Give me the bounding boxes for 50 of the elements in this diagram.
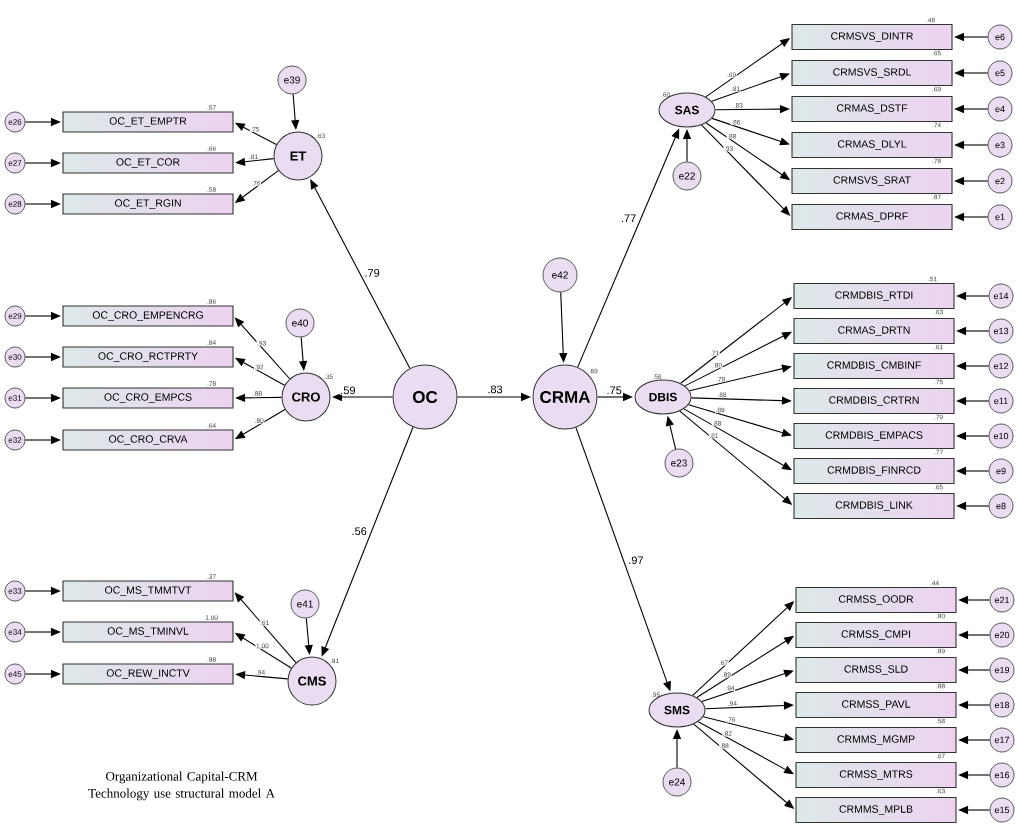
indicator-box: CRMAS_DLYL — [791, 131, 953, 159]
indicator-box: OC_CRO_EMPCS — [62, 387, 234, 409]
path-arrow — [689, 364, 792, 392]
path-arrow — [701, 669, 794, 703]
indicator-box: CRMAS_DRTN — [793, 317, 955, 345]
indicator-box: OC_ET_COR — [62, 152, 234, 174]
indicator-box: CRMDBIS_CRTRN — [793, 387, 955, 415]
path-coefficient: .77 — [620, 213, 637, 223]
path-arrow — [711, 72, 790, 102]
indicator-box: OC_CRO_RCTPRTY — [62, 346, 234, 368]
indicator-box: OC_REW_INCTV — [62, 663, 234, 685]
indicator-box: CRMSVS_SRDL — [791, 59, 953, 87]
path-arrow — [704, 701, 794, 710]
indicator-box: CRMDBIS_EMPACS — [793, 422, 955, 450]
indicator-box: CRMAS_DPRF — [791, 203, 953, 231]
indicator-box: CRMDBIS_RTDI — [793, 282, 955, 310]
indicator-box: OC_MS_TMINVL — [62, 621, 234, 643]
indicator-box: CRMSVS_SRAT — [791, 167, 953, 195]
indicator-box: CRMDBIS_CMBINF — [793, 352, 955, 380]
path-coefficient: .97 — [627, 555, 645, 565]
indicator-box: CRMSS_MTRS — [795, 761, 957, 789]
path-arrow — [688, 404, 792, 437]
indicator-box: CRMSS_SLD — [795, 656, 957, 684]
indicator-box: CRMMS_MGMP — [795, 726, 957, 754]
indicator-box: CRMSVS_DINTR — [791, 23, 953, 51]
error-arrow — [559, 291, 568, 363]
indicator-box: OC_MS_TMMTVT — [62, 580, 234, 602]
path-coefficient: .59 — [339, 385, 357, 395]
caption: Organizational Capital-CRM Technology use structural model A — [88, 771, 275, 801]
indicator-box: OC_CRO_CRVA — [62, 429, 234, 451]
indicator-box: OC_ET_EMPTR — [62, 111, 234, 133]
indicator-box: OC_CRO_EMPENCRG — [62, 305, 234, 327]
path-coefficient: .56 — [350, 526, 368, 536]
path-arrow — [711, 117, 790, 146]
path-arrow — [234, 592, 297, 664]
indicator-box: CRMAS_DSTF — [791, 95, 953, 123]
indicator-box: CRMDBIS_FINRCD — [793, 457, 955, 485]
path-arrow — [690, 396, 792, 405]
path-coefficient: .75 — [605, 385, 623, 395]
indicator-box: CRMDBIS_LINK — [793, 492, 955, 520]
indicator-box: CRMSS_OODR — [795, 586, 957, 614]
path-coefficient: .83 — [486, 384, 504, 394]
indicator-box: CRMSS_PAVL — [795, 691, 957, 719]
path-arrow — [702, 716, 794, 742]
path-coefficient: .79 — [363, 268, 381, 278]
path-arrow — [235, 157, 275, 166]
indicator-box: CRMSS_CMPI — [795, 621, 957, 649]
path-arrow — [310, 179, 411, 369]
indicator-box: CRMMS_MPLB — [795, 796, 957, 824]
indicator-box: OC_ET_RGIN — [62, 193, 234, 215]
